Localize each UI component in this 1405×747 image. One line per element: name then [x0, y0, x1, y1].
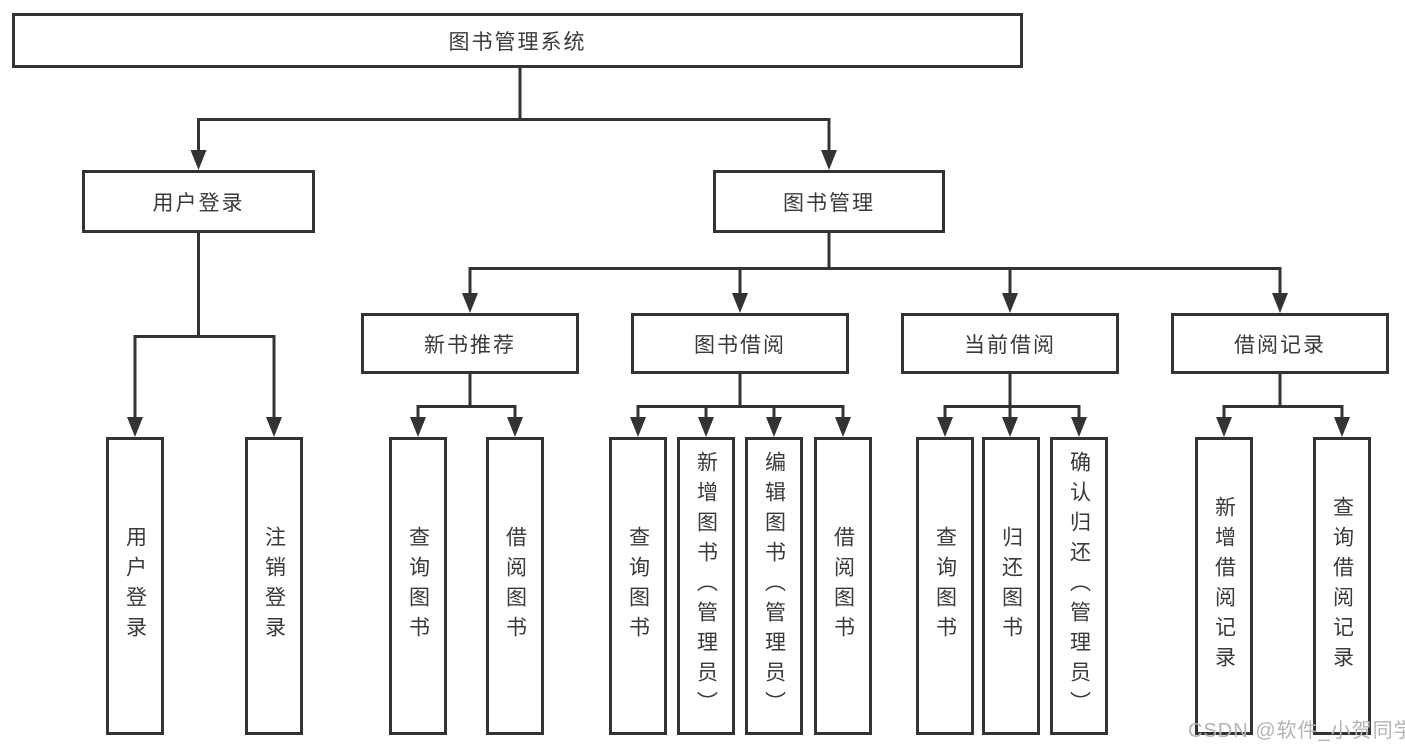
leaf-query-books-1-label: 查询图书	[406, 526, 430, 646]
leaf-query-books-2-label: 查询图书	[626, 526, 650, 646]
leaf-confirm-return-admin: 确认归还（管理员）	[1050, 437, 1108, 735]
connector-borrow-record-to-leaves	[1216, 374, 1350, 437]
leaf-return-books: 归还图书	[982, 437, 1040, 735]
leaf-return-books-label: 归还图书	[999, 526, 1023, 646]
connector-book-borrow-to-leaves	[630, 374, 851, 437]
leaf-user-login-label: 用户登录	[123, 526, 147, 646]
connector-root-to-level2	[190, 68, 837, 170]
leaf-add-book-admin: 新增图书（管理员）	[677, 437, 735, 735]
node-user-login: 用户登录	[82, 170, 315, 233]
node-borrow-records: 借阅记录	[1171, 313, 1389, 374]
leaf-logout: 注销登录	[245, 437, 303, 735]
leaf-add-book-admin-label: 新增图书（管理员）	[694, 451, 718, 721]
watermark: CSDN @软件_小贺同学	[1188, 720, 1405, 742]
connector-user-login-to-leaves	[127, 233, 282, 437]
leaf-borrow-books-1-label: 借阅图书	[503, 526, 527, 646]
leaf-borrow-books-2-label: 借阅图书	[831, 526, 855, 646]
node-library-management-system: 图书管理系统	[12, 13, 1023, 68]
leaf-user-login: 用户登录	[106, 437, 164, 735]
leaf-query-borrow-record: 查询借阅记录	[1313, 437, 1371, 735]
connector-current-borrow-to-leaves	[937, 374, 1087, 437]
leaf-add-borrow-record: 新增借阅记录	[1195, 437, 1253, 735]
leaf-confirm-return-admin-label: 确认归还（管理员）	[1067, 451, 1091, 721]
leaf-edit-book-admin: 编辑图书（管理员）	[745, 437, 803, 735]
leaf-edit-book-admin-label: 编辑图书（管理员）	[762, 451, 786, 721]
leaf-logout-label: 注销登录	[262, 526, 286, 646]
node-new-book-recommend: 新书推荐	[361, 313, 579, 374]
node-book-management: 图书管理	[713, 170, 945, 233]
leaf-query-books-3-label: 查询图书	[933, 526, 957, 646]
leaf-query-books-3: 查询图书	[916, 437, 974, 735]
leaf-borrow-books-2: 借阅图书	[814, 437, 872, 735]
node-book-borrowing: 图书借阅	[631, 313, 849, 374]
connector-new-book-to-leaves	[410, 374, 523, 437]
leaf-add-borrow-record-label: 新增借阅记录	[1212, 496, 1236, 676]
connector-book-management-to-level3	[462, 233, 1288, 313]
node-current-borrowing: 当前借阅	[901, 313, 1119, 374]
leaf-query-books-2: 查询图书	[609, 437, 667, 735]
leaf-borrow-books-1: 借阅图书	[486, 437, 544, 735]
leaf-query-borrow-record-label: 查询借阅记录	[1330, 496, 1354, 676]
leaf-query-books-1: 查询图书	[389, 437, 447, 735]
